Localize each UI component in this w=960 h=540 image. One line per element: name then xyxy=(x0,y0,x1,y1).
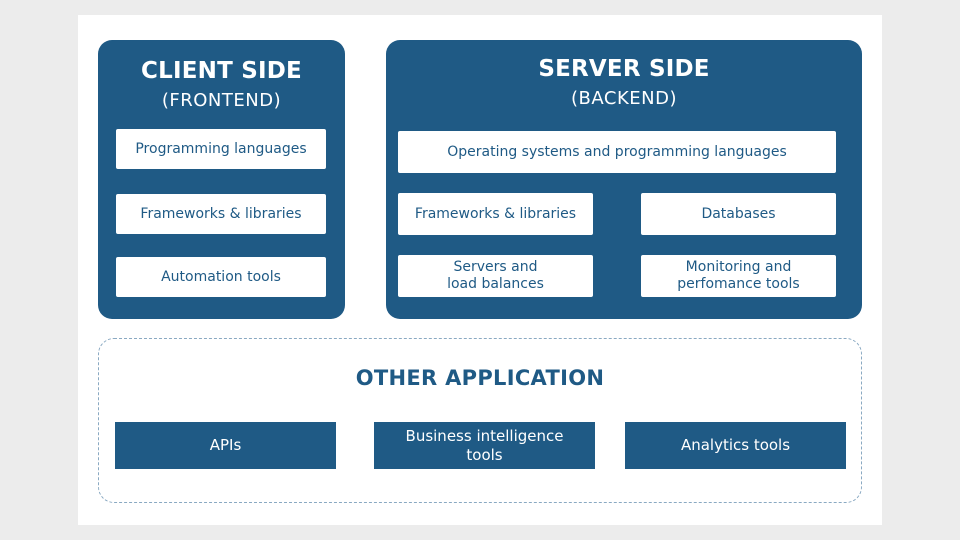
other-application-panel: OTHER APPLICATION APIs Business intellig… xyxy=(98,338,862,503)
other-item-apis: APIs xyxy=(115,422,336,469)
server-side-title: SERVER SIDE xyxy=(538,56,710,82)
client-side-title: CLIENT SIDE xyxy=(141,58,302,84)
server-item-os-languages: Operating systems and programming langua… xyxy=(398,131,836,173)
server-side-subtitle: (BACKEND) xyxy=(571,88,677,109)
server-side-panel: SERVER SIDE (BACKEND) Operating systems … xyxy=(386,40,862,319)
diagram-canvas: CLIENT SIDE (FRONTEND) Programming langu… xyxy=(78,15,882,525)
client-item-programming-languages: Programming languages xyxy=(116,129,326,169)
server-item-frameworks-libraries: Frameworks & libraries xyxy=(398,193,593,235)
server-item-databases: Databases xyxy=(641,193,836,235)
other-item-analytics-tools: Analytics tools xyxy=(625,422,846,469)
client-item-automation-tools: Automation tools xyxy=(116,257,326,297)
client-side-subtitle: (FRONTEND) xyxy=(161,90,282,111)
client-side-panel: CLIENT SIDE (FRONTEND) Programming langu… xyxy=(98,40,345,319)
other-application-title: OTHER APPLICATION xyxy=(355,366,605,390)
client-item-frameworks-libraries: Frameworks & libraries xyxy=(116,194,326,234)
